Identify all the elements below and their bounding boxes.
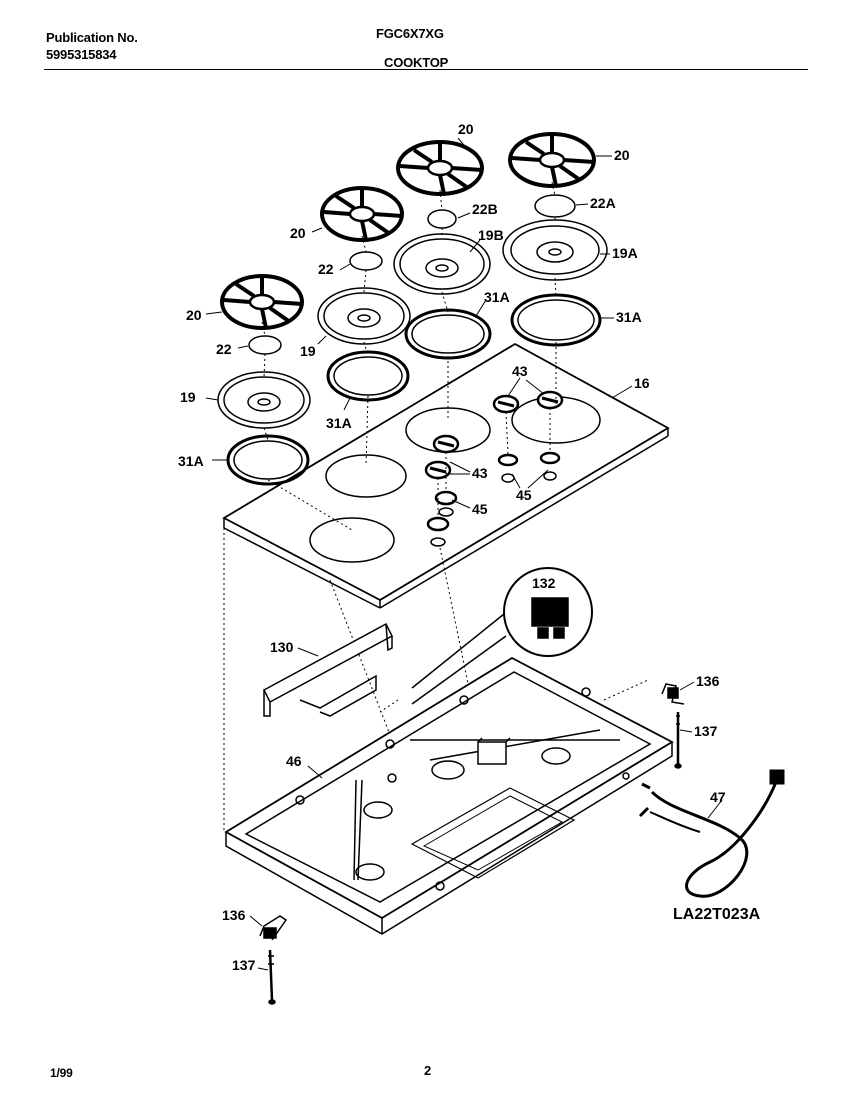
grate-rear-center	[396, 140, 484, 196]
figure-id: LA22T023A	[673, 906, 761, 923]
trim-ring-31a-left-rear	[326, 350, 410, 402]
callout-45-center: 45	[472, 501, 488, 517]
burner-cap-22a	[534, 194, 576, 218]
callout-19b: 19B	[478, 227, 504, 243]
callout-31a-center: 31A	[484, 289, 510, 305]
callout-19-rear: 19	[300, 343, 316, 359]
callout-137-left: 137	[232, 957, 256, 973]
bracket-130	[263, 622, 393, 717]
trim-ring-31a-center	[404, 308, 492, 360]
grate-rear-left	[320, 186, 404, 242]
header-rule	[44, 69, 808, 70]
section-title: COOKTOP	[384, 55, 449, 70]
callout-43-right: 43	[512, 363, 528, 379]
power-cord-47	[638, 769, 785, 898]
module-132	[411, 567, 593, 705]
callout-31a-left-front: 31A	[178, 453, 204, 469]
callout-20-front-left: 20	[186, 307, 202, 323]
burner-cap-22b	[427, 209, 457, 229]
callout-130: 130	[270, 639, 294, 655]
callout-20-rear-center: 20	[458, 121, 474, 137]
knob-right-2	[536, 390, 564, 410]
seal-4-base	[543, 471, 557, 481]
knob-right-1	[492, 394, 520, 414]
callout-136-left: 136	[222, 907, 246, 923]
burner-head-19b	[393, 233, 491, 295]
burner-pan-46	[224, 656, 674, 935]
model-number: FGC6X7XG	[376, 26, 444, 41]
callout-31a-left-rear: 31A	[326, 415, 352, 431]
callout-137-right: 137	[694, 723, 718, 739]
knob-center-front	[424, 460, 452, 480]
footer-date: 1/99	[50, 1066, 73, 1080]
burner-cap-22-front	[248, 335, 282, 355]
callout-132: 132	[532, 575, 556, 591]
seal-2	[426, 516, 450, 532]
publication-number: 5995315834	[46, 47, 117, 62]
callout-45-right: 45	[516, 487, 532, 503]
clip-136-left	[259, 915, 288, 941]
grate-front-left	[220, 274, 304, 330]
callout-22b: 22B	[472, 201, 498, 217]
burner-head-19-front	[217, 371, 311, 429]
callout-31a-right: 31A	[616, 309, 642, 325]
trim-ring-31a-left-front	[226, 434, 310, 486]
seal-4	[539, 451, 561, 465]
publication-label: Publication No.	[46, 30, 138, 45]
callout-47: 47	[710, 789, 726, 805]
callout-19-front: 19	[180, 389, 196, 405]
seal-1-base	[438, 507, 454, 517]
footer-page-number: 2	[424, 1063, 432, 1078]
grate-rear-right	[508, 132, 596, 188]
knob-center-rear	[432, 434, 460, 454]
burner-cap-22-rear	[349, 251, 383, 271]
callout-20-rear-left: 20	[290, 225, 306, 241]
screw-137-left	[268, 949, 276, 1005]
burner-head-19a	[502, 219, 608, 281]
clip-136-right	[661, 683, 685, 705]
callout-46: 46	[286, 753, 302, 769]
seal-3	[497, 453, 519, 467]
screw-137-right	[674, 712, 682, 769]
callout-20-rear-right: 20	[614, 147, 630, 163]
callout-19a: 19A	[612, 245, 638, 261]
callout-136-right: 136	[696, 673, 720, 689]
trim-ring-31a-right	[510, 293, 602, 347]
callout-22-front: 22	[216, 341, 232, 357]
callout-22a: 22A	[590, 195, 616, 211]
burner-head-19-rear	[317, 287, 411, 345]
seal-1	[434, 490, 458, 506]
callout-16: 16	[634, 375, 650, 391]
seal-2-base	[430, 537, 446, 547]
callout-22-rear: 22	[318, 261, 334, 277]
callout-43-center: 43	[472, 465, 488, 481]
